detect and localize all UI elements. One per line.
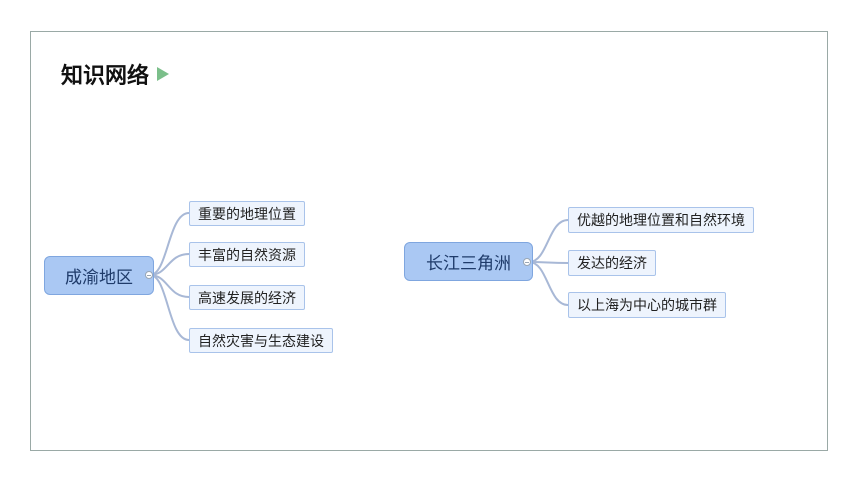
connector-yangtze-3 xyxy=(528,261,569,306)
connector-chengyu-1 xyxy=(149,212,190,276)
collapse-toggle-icon[interactable] xyxy=(145,271,153,279)
play-arrow-icon xyxy=(157,67,170,81)
root-node-chengyu[interactable]: 成渝地区 xyxy=(44,256,154,295)
connector-yangtze-1 xyxy=(528,219,569,263)
leaf-node[interactable]: 发达的经济 xyxy=(568,250,656,276)
leaf-node[interactable]: 高速发展的经济 xyxy=(189,285,305,310)
leaf-node[interactable]: 自然灾害与生态建设 xyxy=(189,328,333,353)
page-title: 知识网络 xyxy=(61,58,170,90)
title-text: 知识网络 xyxy=(61,64,150,89)
root-node-yangtze[interactable]: 长江三角洲 xyxy=(404,242,533,281)
leaf-node[interactable]: 以上海为中心的城市群 xyxy=(568,292,726,318)
leaf-node[interactable]: 丰富的自然资源 xyxy=(189,242,305,267)
leaf-node[interactable]: 重要的地理位置 xyxy=(189,201,305,226)
slide-frame xyxy=(30,31,828,451)
collapse-toggle-icon[interactable] xyxy=(523,258,531,266)
connector-chengyu-4 xyxy=(149,274,190,341)
leaf-node[interactable]: 优越的地理位置和自然环境 xyxy=(568,207,754,233)
